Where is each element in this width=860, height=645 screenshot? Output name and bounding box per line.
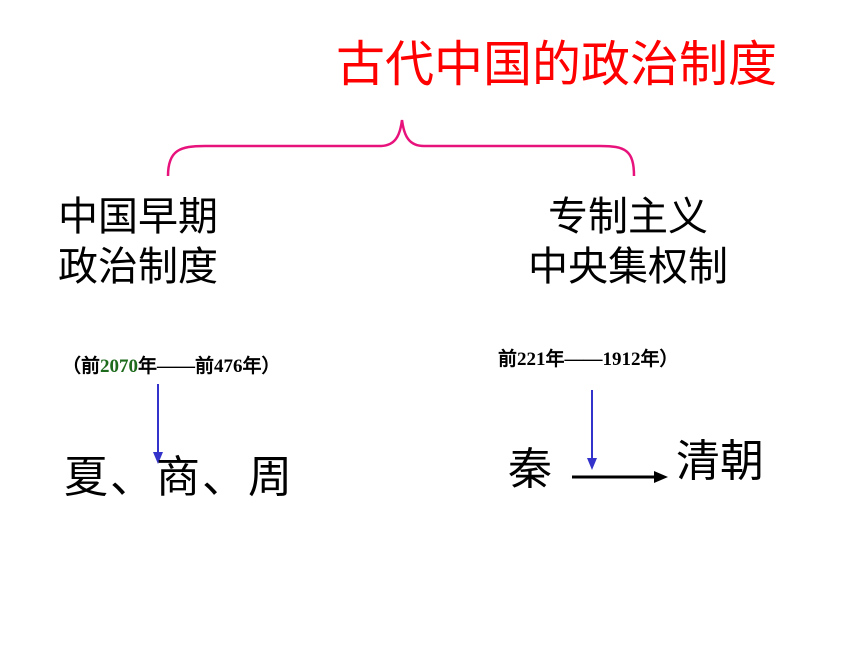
- left-dynasties: 夏、商、周: [64, 452, 294, 503]
- left-date-highlight: 2070: [100, 356, 139, 377]
- left-date-prefix: （前: [62, 356, 101, 377]
- right-start-dynasty: 秦: [508, 444, 552, 495]
- right-end-dynasty: 清朝: [676, 436, 764, 487]
- slide-title: 古代中国的政治制度: [336, 36, 778, 93]
- right-heading-line1: 专制主义: [548, 194, 708, 240]
- right-heading-line2: 中央集权制: [528, 244, 728, 290]
- left-heading-line1: 中国早期: [58, 194, 218, 240]
- left-date-range: （前2070年——前476年）: [62, 357, 281, 376]
- arrow-right: [572, 471, 668, 483]
- left-heading-line2: 政治制度: [58, 244, 218, 290]
- right-heading: 专制主义 中央集权制: [510, 192, 746, 292]
- right-date-range: 前221年——1912年）: [498, 349, 679, 370]
- curly-brace: [166, 119, 636, 177]
- arrow-down-right: [587, 390, 597, 470]
- left-heading: 中国早期 政治制度: [58, 192, 218, 292]
- left-date-suffix: 年——前476年）: [138, 356, 281, 377]
